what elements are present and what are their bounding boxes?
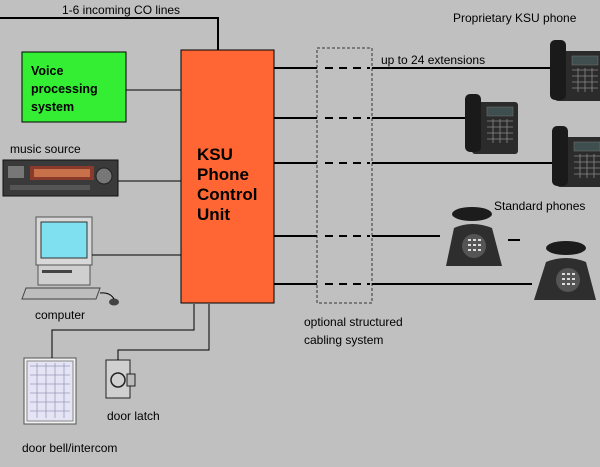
ksu-phone-icon bbox=[552, 126, 600, 187]
structured-cabling-system: optional structured cabling system bbox=[304, 47, 403, 347]
ksu-phone-icon bbox=[465, 94, 518, 154]
voice-processing-system: Voice processing system bbox=[21, 51, 181, 123]
door-bell-label: door bell/intercom bbox=[22, 441, 117, 455]
music-source-icon bbox=[2, 159, 119, 197]
door-latch: door latch bbox=[105, 304, 210, 423]
computer: computer bbox=[21, 216, 181, 322]
extension-line-4 bbox=[274, 235, 520, 241]
ksu-label-line1: KSU bbox=[197, 145, 233, 164]
incoming-co-lines-label: 1-6 incoming CO lines bbox=[62, 3, 180, 17]
standard-phone-icon bbox=[446, 207, 502, 266]
music-source-label: music source bbox=[10, 142, 81, 156]
computer-icon bbox=[21, 216, 119, 306]
music-source: music source bbox=[2, 142, 181, 197]
cabling-label-line1: optional structured bbox=[304, 315, 403, 329]
door-bell-icon bbox=[23, 357, 77, 425]
ksu-label-line3: Control bbox=[197, 185, 257, 204]
incoming-co-lines: 1-6 incoming CO lines bbox=[0, 3, 219, 50]
door-bell: door bell/intercom bbox=[22, 304, 195, 455]
ksu-label-line2: Phone bbox=[197, 165, 249, 184]
proprietary-phone-label: Proprietary KSU phone bbox=[453, 11, 577, 25]
door-latch-icon bbox=[105, 359, 136, 399]
extension-lines: up to 24 extensions bbox=[274, 53, 555, 285]
standard-phone-label: Standard phones bbox=[494, 199, 585, 213]
voice-label-line1: Voice bbox=[31, 64, 63, 78]
cabling-label-line2: cabling system bbox=[304, 333, 383, 347]
computer-label: computer bbox=[35, 308, 85, 322]
voice-label-line2: processing bbox=[31, 82, 98, 96]
door-latch-label: door latch bbox=[107, 409, 160, 423]
standard-phone-icon bbox=[534, 241, 596, 300]
ksu-control-unit: KSU Phone Control Unit bbox=[180, 49, 275, 304]
ksu-phone-icon bbox=[550, 40, 600, 101]
ksu-label-line4: Unit bbox=[197, 205, 230, 224]
voice-label-line3: system bbox=[31, 100, 74, 114]
extensions-label: up to 24 extensions bbox=[381, 53, 485, 67]
